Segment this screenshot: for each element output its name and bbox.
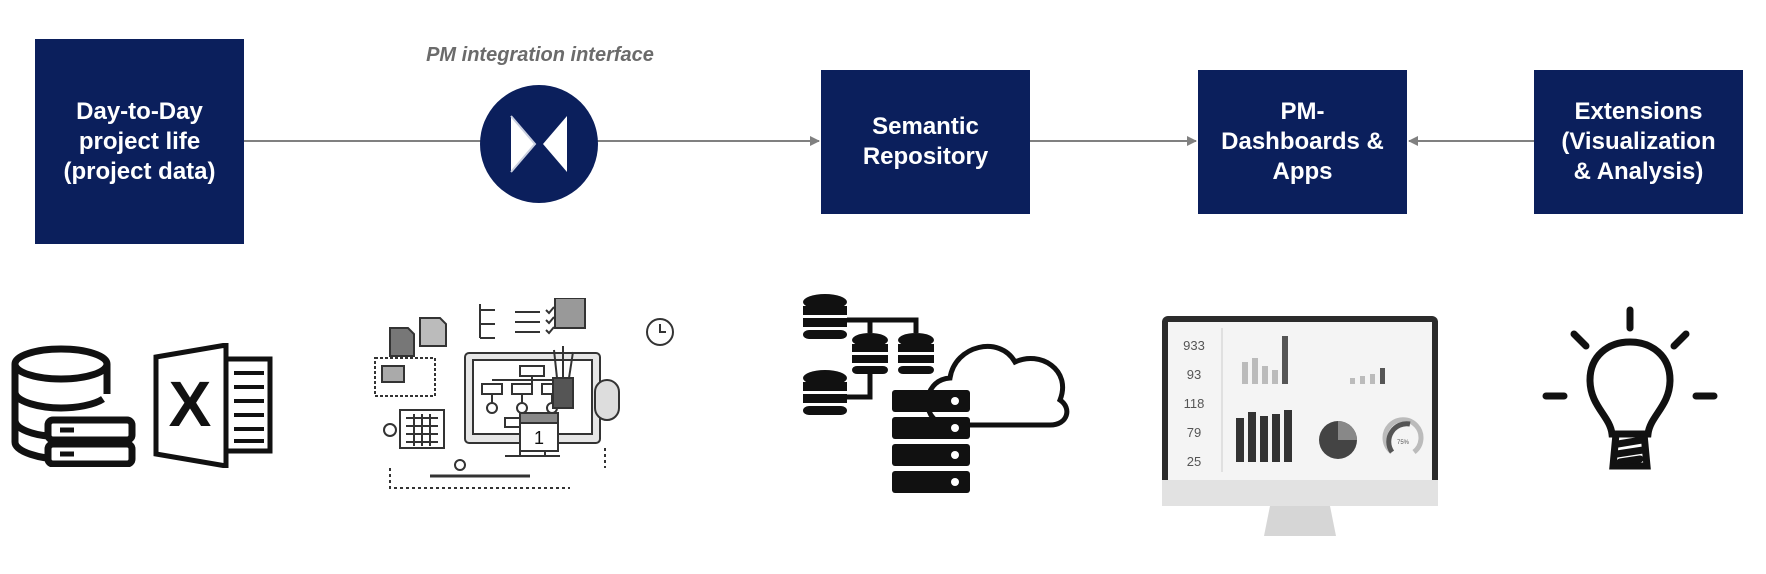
box-semantic-repository: Semantic Repository (821, 70, 1030, 214)
integration-logo-icon (480, 85, 598, 203)
database-cloud-icon (803, 294, 1070, 493)
svg-text:1: 1 (534, 428, 544, 448)
kpi-value: 79 (1187, 425, 1201, 440)
kpi-value: 933 (1183, 338, 1205, 353)
kpi-value: 118 (1184, 396, 1205, 411)
excel-icon: X (153, 343, 273, 468)
box-extensions: Extensions (Visualization & Analysis) (1534, 70, 1743, 214)
svg-text:X: X (169, 368, 212, 440)
integration-interface-caption: PM integration interface (426, 44, 654, 66)
kpi-value: 93 (1187, 367, 1201, 382)
monitor-dashboard-icon: 933 93 118 79 25 75% (1162, 316, 1438, 536)
lightbulb-icon (1542, 306, 1718, 470)
box-day-to-day-project-life: Day-to-Day project life (project data) (35, 39, 244, 244)
box-pm-dashboards-apps: PM- Dashboards & Apps (1198, 70, 1407, 214)
kpi-value: 25 (1187, 454, 1201, 469)
database-server-icon (11, 345, 136, 467)
gauge-label: 75% (1397, 440, 1410, 446)
project-management-illustration: 1 (374, 298, 674, 489)
